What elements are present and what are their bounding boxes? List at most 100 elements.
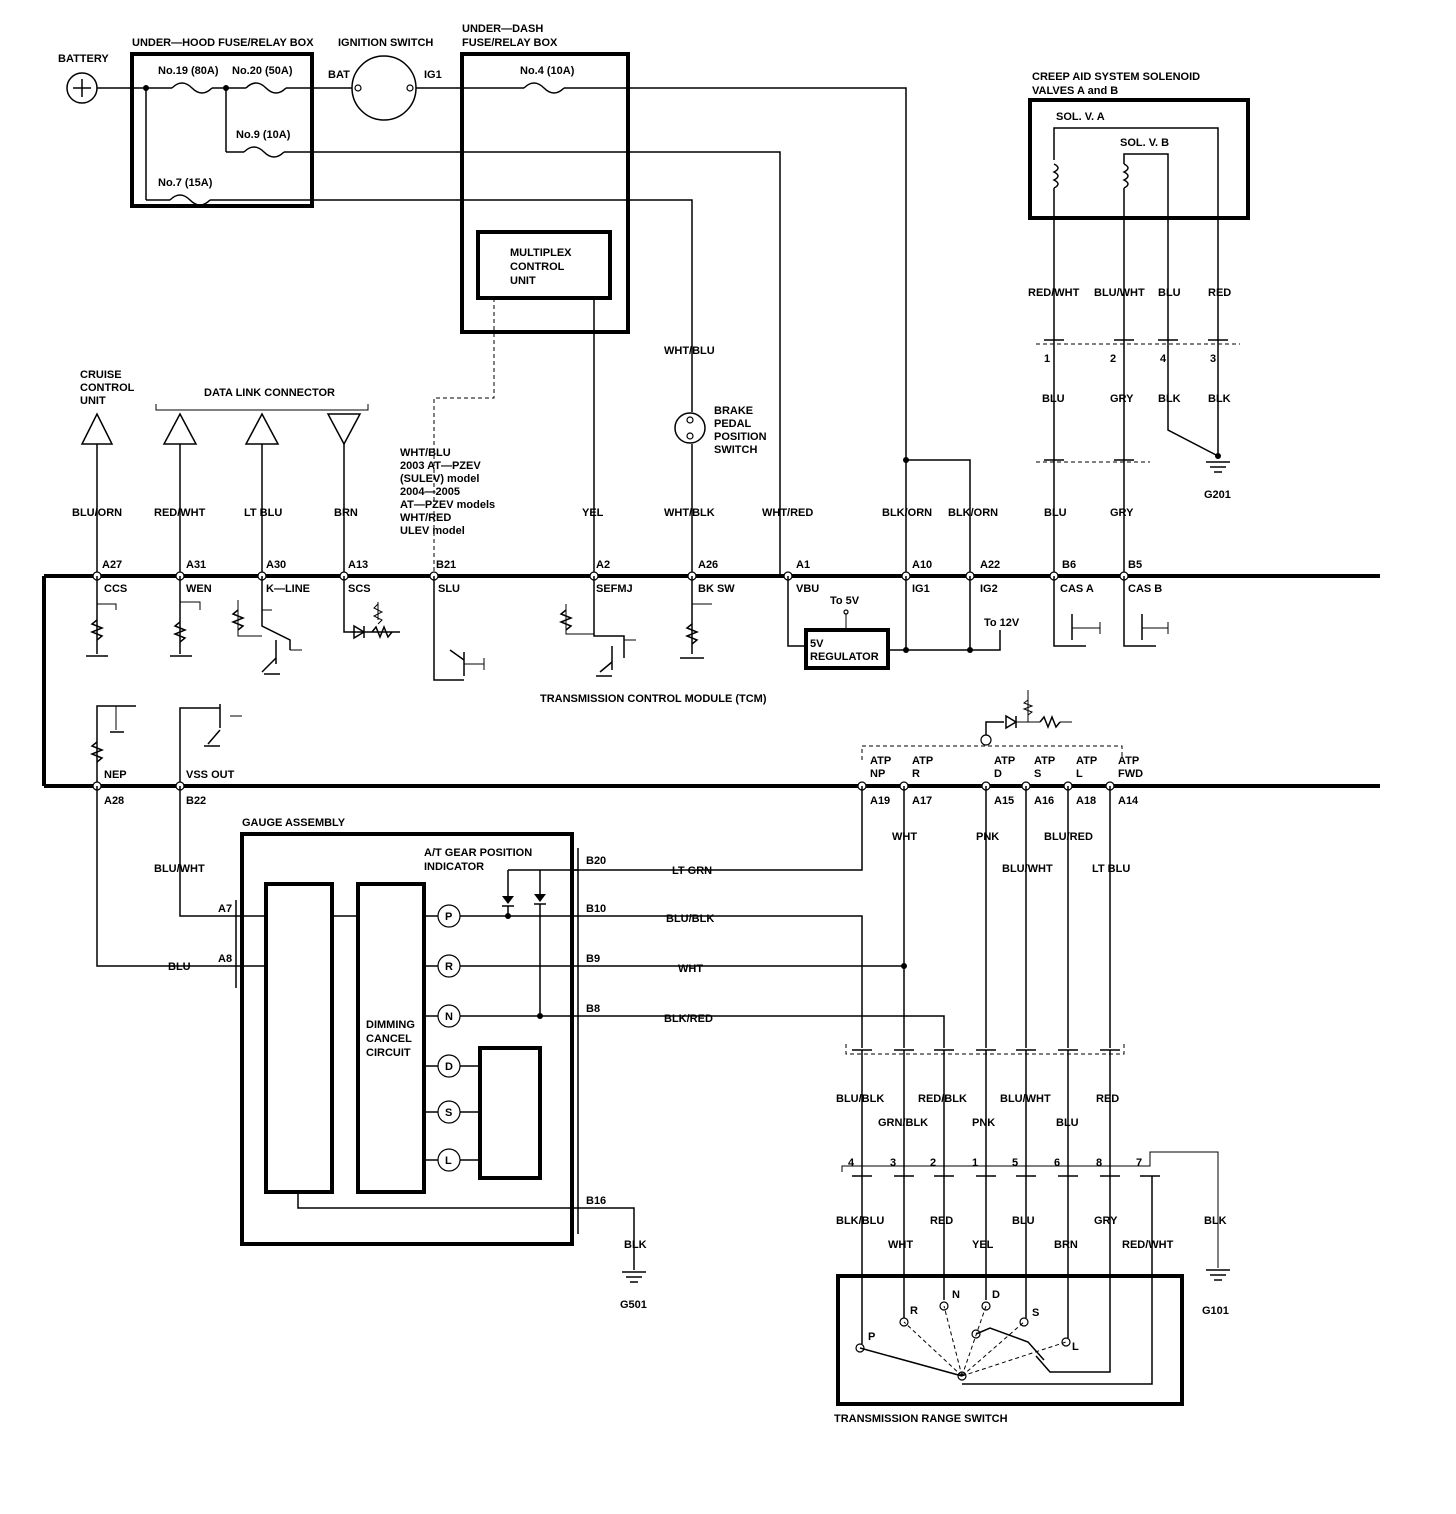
wire-label: PNK xyxy=(976,831,999,843)
model-note: WHT/BLU 2003 AT—PZEV (SULEV) model 2004—… xyxy=(400,447,495,537)
bat-label: BAT xyxy=(328,69,350,81)
svg-text:B6: B6 xyxy=(1062,559,1076,571)
underdash-fuse-relay-box: UNDER—DASH FUSE/RELAY BOX No.4 (10A) MUL… xyxy=(460,23,630,334)
svg-text:A8: A8 xyxy=(218,953,232,965)
creep-label-1: CREEP AID SYSTEM SOLENOID xyxy=(1032,71,1200,83)
underhood-box-label: UNDER—HOOD FUSE/RELAY BOX xyxy=(132,37,314,49)
svg-text:N: N xyxy=(952,1289,960,1301)
svg-text:A18: A18 xyxy=(1076,795,1096,807)
regulator-label-2: REGULATOR xyxy=(810,651,879,663)
svg-text:A28: A28 xyxy=(104,795,124,807)
gauge-assembly: GAUGE ASSEMBLY DIMMING CANCEL CIRCUIT A/… xyxy=(240,817,579,1246)
svg-text:ATP: ATP xyxy=(1034,755,1055,767)
5v-regulator xyxy=(804,628,890,670)
svg-text:N: N xyxy=(445,1011,453,1023)
ground-g201-icon xyxy=(1206,453,1230,473)
svg-text:6: 6 xyxy=(1054,1157,1060,1169)
range-switch-connector: 4 3 2 1 5 6 8 7 xyxy=(841,1151,1219,1268)
wire-label: BRN xyxy=(334,507,358,519)
mcu-label-2: CONTROL xyxy=(510,261,565,273)
svg-text:B10: B10 xyxy=(586,903,606,915)
ground-g501-label: G501 xyxy=(620,1299,647,1311)
svg-text:ATP: ATP xyxy=(1076,755,1097,767)
svg-text:R: R xyxy=(912,768,920,780)
gear-s-indicator xyxy=(437,1100,461,1124)
wire-label: BLK/RED xyxy=(664,1013,713,1025)
sol-a-label: SOL. V. A xyxy=(1056,111,1105,123)
wire-label: BLK xyxy=(1158,393,1181,405)
wire-label: PNK xyxy=(972,1117,995,1129)
svg-text:BK SW: BK SW xyxy=(698,583,735,595)
svg-text:2003 AT—PZEV: 2003 AT—PZEV xyxy=(400,460,481,472)
brake-label-1: BRAKE xyxy=(714,405,753,417)
to12v-label: To 12V xyxy=(984,617,1020,629)
dlc-label: DATA LINK CONNECTOR xyxy=(204,387,335,399)
wire-label: BLU xyxy=(1056,1117,1079,1129)
svg-text:K—LINE: K—LINE xyxy=(266,583,310,595)
trs-label: TRANSMISSION RANGE SWITCH xyxy=(834,1413,1008,1425)
wire-label: BLU/RED xyxy=(1044,831,1093,843)
tcm-lower-terminals: NEP VSS OUT A28 B22 A19 A17 A15 A16 A18 … xyxy=(92,690,1143,807)
wire-label: LT BLU xyxy=(1092,863,1130,875)
fuse-7-icon xyxy=(169,194,211,206)
fuse-4-icon xyxy=(523,82,565,94)
wire-label: BLU xyxy=(1044,507,1067,519)
atgear-label-2: INDICATOR xyxy=(424,861,484,873)
fuse-9-icon xyxy=(243,146,285,158)
svg-text:WHT/RED: WHT/RED xyxy=(400,512,451,524)
svg-text:B5: B5 xyxy=(1128,559,1142,571)
svg-text:WHT/BLU: WHT/BLU xyxy=(400,447,451,459)
svg-text:FWD: FWD xyxy=(1118,768,1143,780)
regulator-label-1: 5V xyxy=(810,638,824,650)
svg-text:SLU: SLU xyxy=(438,583,460,595)
svg-text:B20: B20 xyxy=(586,855,606,867)
ignition-switch-label: IGNITION SWITCH xyxy=(338,37,433,49)
creep-label-2: VALVES A and B xyxy=(1032,85,1118,97)
fuse-7-label: No.7 (15A) xyxy=(158,177,213,189)
underdash-box-label-1: UNDER—DASH xyxy=(462,23,543,35)
svg-text:ATP: ATP xyxy=(1118,755,1139,767)
fuse-4-label: No.4 (10A) xyxy=(520,65,575,77)
wire-label: RED/WHT xyxy=(154,507,206,519)
svg-text:(SULEV) model: (SULEV) model xyxy=(400,473,479,485)
svg-text:A31: A31 xyxy=(186,559,206,571)
svg-text:S: S xyxy=(445,1107,452,1119)
svg-text:A1: A1 xyxy=(796,559,810,571)
wire-label: BLK xyxy=(1204,1215,1227,1227)
cruise-control-unit: CRUISE CONTROL UNIT xyxy=(80,369,135,445)
wire-label: BLU/WHT xyxy=(1000,1093,1051,1105)
svg-text:A26: A26 xyxy=(698,559,718,571)
svg-text:R: R xyxy=(910,1305,918,1317)
svg-text:B8: B8 xyxy=(586,1003,600,1015)
wire-label: BLU xyxy=(168,961,191,973)
wire-label: BLU/BLK xyxy=(666,913,714,925)
wire-label: BLU xyxy=(1012,1215,1035,1227)
svg-text:VBU: VBU xyxy=(796,583,819,595)
svg-text:ATP: ATP xyxy=(870,755,891,767)
wire-label: GRY xyxy=(1110,507,1134,519)
wire-label: BLU/ORN xyxy=(72,507,122,519)
sol-b-label: SOL. V. B xyxy=(1120,137,1169,149)
cruise-label-1: CRUISE xyxy=(80,369,122,381)
wire-label: BLU xyxy=(1042,393,1065,405)
svg-text:D: D xyxy=(992,1289,1000,1301)
svg-text:CCS: CCS xyxy=(104,583,127,595)
svg-text:IG2: IG2 xyxy=(980,583,998,595)
wire-label: BRN xyxy=(1054,1239,1078,1251)
ig1-label: IG1 xyxy=(424,69,442,81)
svg-text:A10: A10 xyxy=(912,559,932,571)
svg-text:4: 4 xyxy=(848,1157,855,1169)
svg-text:1: 1 xyxy=(972,1157,978,1169)
svg-text:R: R xyxy=(445,961,453,973)
svg-text:ATP: ATP xyxy=(994,755,1015,767)
dimming-cancel-circuit xyxy=(356,882,426,1194)
wire-label: RED xyxy=(930,1215,953,1227)
creep-pin-3: 3 xyxy=(1210,353,1216,365)
atgear-label-1: A/T GEAR POSITION xyxy=(424,847,532,859)
ground-g101-icon xyxy=(1206,1269,1230,1281)
svg-text:7: 7 xyxy=(1136,1157,1142,1169)
creep-pin-2: 2 xyxy=(1110,353,1116,365)
svg-text:VSS OUT: VSS OUT xyxy=(186,769,235,781)
svg-text:B21: B21 xyxy=(436,559,456,571)
fuse-19-label: No.19 (80A) xyxy=(158,65,219,77)
